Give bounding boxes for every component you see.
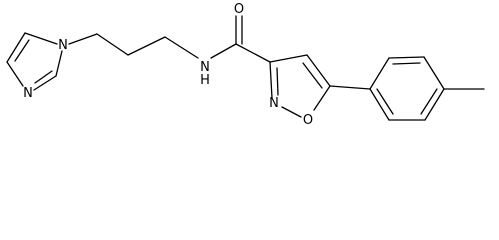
imidazole-bond-c5-c4	[6, 32, 26, 63]
atom-label-n-imidazole-3: N	[23, 86, 33, 101]
isoxazole-bond-c5-o	[313, 85, 331, 111]
atom-label-o-carbonyl: O	[234, 2, 244, 17]
imidazole-bond-c4-c5-inner	[14, 39, 30, 62]
chain-bond-c2-c3	[127, 36, 166, 56]
atom-labels: N N N H O N O	[23, 2, 313, 128]
imidazole-bond-n3-c2	[33, 75, 57, 91]
isoxazole-bond-c4-c5	[306, 54, 331, 87]
amide-bond-co-c3	[235, 43, 271, 63]
chemical-structure: N N N H O N O	[6, 2, 485, 128]
atom-label-h-amide: H	[200, 73, 210, 88]
imidazole-bond-c4-n3	[6, 61, 24, 87]
tolyl-bond-4-5	[424, 88, 445, 121]
tolyl-bond-2-3	[388, 56, 425, 59]
tolyl-bond-6-1-inner	[376, 88, 394, 115]
isoxazole-bond-o-n	[281, 106, 302, 118]
tolyl-bond-6-1	[369, 88, 390, 121]
isoxazole-bond-c4-c5-inner	[302, 62, 323, 89]
imidazole-bond-n3-c2-inner	[34, 70, 53, 84]
isoxazole-bond-c3-c4	[269, 54, 308, 63]
isoxazole-bond-n-c3-inner	[276, 67, 279, 96]
chain-bond-c1-c2	[96, 33, 129, 56]
imidazole-bond-n1-c5	[24, 32, 58, 45]
biaryl-bond	[329, 85, 371, 90]
tolyl-bond-1-2	[369, 57, 390, 90]
atom-label-n-isoxazole: N	[269, 96, 279, 111]
bonds	[6, 15, 485, 121]
atom-label-o-isoxazole: O	[303, 113, 313, 128]
tolyl-bond-3-4	[423, 56, 445, 90]
chain-bond-n1-c1	[68, 33, 98, 45]
chain-bond-c3-nh	[164, 36, 199, 59]
atom-label-n-amide: N	[200, 60, 210, 75]
tolyl-bond-2-3-inner	[392, 62, 421, 65]
tolyl-bond-4-5-inner	[420, 88, 438, 115]
imidazole-bond-c2-n1	[55, 50, 63, 77]
amide-bond-nh-co	[210, 43, 237, 59]
isoxazole-bond-n-c3	[269, 61, 273, 99]
atom-label-n-imidazole-1: N	[58, 38, 68, 53]
